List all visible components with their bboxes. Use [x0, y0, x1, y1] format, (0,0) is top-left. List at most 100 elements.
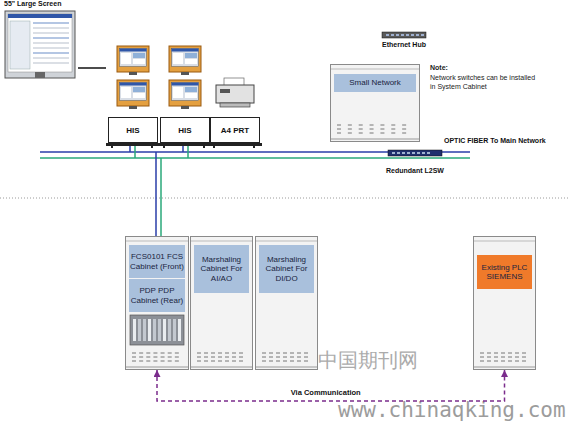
cabinet-vent [480, 361, 484, 362]
cabinet-cap [474, 241, 535, 242]
cabinet-vent [239, 353, 243, 354]
screen-panel [173, 87, 183, 98]
cabinet-label: Small Network [348, 77, 402, 89]
desk-legs [208, 40, 262, 150]
cabinet-vent [494, 353, 498, 354]
device-port [427, 152, 430, 154]
device-port [401, 34, 404, 36]
screen-stand [35, 72, 45, 78]
cabinet-band: Marshaling Cabinet For AI/AO [194, 245, 249, 293]
screen-bar [8, 14, 72, 18]
screen-panel [133, 59, 145, 64]
cabinet-vent [204, 361, 208, 362]
device-body [378, 147, 452, 179]
screen-row [33, 47, 69, 48]
cabinet-vent [146, 357, 150, 358]
desk-leg [213, 143, 215, 148]
cabinet-band: Marshaling Cabinet For DI/DO [259, 245, 314, 293]
cabinet-vent [139, 353, 143, 354]
cabinet-vent [132, 361, 136, 362]
monitor-frame [169, 46, 201, 72]
desk-label: HIS [126, 126, 139, 135]
cabinet-vent [348, 125, 352, 126]
cabinet-vent [480, 357, 484, 358]
cabinet-vent [139, 357, 143, 358]
monitor-screen [120, 83, 147, 101]
cabinet-vent [380, 125, 384, 126]
small-network-cabinet: Small Network [330, 64, 420, 142]
cabinet-vent [218, 361, 222, 362]
cabinet-vent [290, 357, 294, 358]
cabinet-vent [348, 129, 352, 130]
cabinet-vent [391, 133, 395, 134]
monitor-screen [120, 49, 147, 67]
desk-leg [111, 143, 113, 148]
screen-bar [120, 49, 147, 52]
cabinet-vent [508, 361, 512, 362]
cabinet-vent [232, 357, 236, 358]
monitor-frame [169, 80, 201, 106]
screen-panel [121, 87, 131, 98]
his-console: HIS [106, 40, 160, 150]
desk-label: HIS [178, 126, 191, 135]
cabinet-vent [522, 357, 526, 358]
monitor-frame [117, 46, 149, 72]
cabinet-vent [297, 357, 301, 358]
rack-module [163, 319, 166, 341]
cabinet-vent [348, 133, 352, 134]
marshaling-cabinet: Marshaling Cabinet For DI/DO [255, 236, 318, 370]
screen-panel [185, 87, 197, 92]
device-port [397, 152, 400, 154]
cabinet-vent [359, 129, 363, 130]
rack-module [143, 319, 146, 341]
cabinet-label: Existing PLC SIEMENS [477, 262, 532, 283]
large-screen: 55" Large Screen [2, 0, 78, 80]
cabinet-vent [269, 353, 273, 354]
screen-panel [10, 21, 30, 69]
cabinet-vent [161, 353, 165, 354]
zone-separator [0, 198, 570, 199]
monitor-stand [181, 72, 189, 75]
rack-module [138, 319, 141, 341]
cabinet-base [256, 367, 317, 368]
cabinet-vent [487, 361, 491, 362]
his-console: HIS [158, 40, 212, 150]
cabinet-vent [269, 361, 273, 362]
cabinet-vent [370, 129, 374, 130]
cabinet-vent [132, 357, 136, 358]
desk-legs [106, 40, 160, 150]
cabinet-vent [501, 357, 505, 358]
rack-frame [130, 315, 184, 345]
cabinet-vent [262, 357, 266, 358]
cabinet-vent [225, 353, 229, 354]
device-port [392, 152, 395, 154]
rack-module [158, 319, 161, 341]
cabinet-vent [480, 353, 484, 354]
screen-row [33, 57, 69, 58]
cabinet-vent [337, 129, 341, 130]
screen-bar [120, 83, 147, 86]
cabinet-vent [487, 353, 491, 354]
console-desk: HIS [108, 117, 158, 143]
watermark: 中国期刊网 [318, 347, 418, 374]
desk-leg [163, 143, 165, 148]
cabinet-vent [283, 361, 287, 362]
cabinet-vent [391, 125, 395, 126]
cabinet-vent [370, 133, 374, 134]
cabinet-vent [494, 357, 498, 358]
connector-label: Via Communication [291, 388, 361, 397]
cabinet-label: Marshaling Cabinet For DI/DO [259, 254, 314, 285]
cabinet-vent [175, 357, 179, 358]
cabinet-vent [232, 353, 236, 354]
connector [78, 67, 106, 69]
cabinet-vent [402, 133, 406, 134]
printer-body [216, 85, 254, 103]
cabinet-vent [269, 357, 273, 358]
screen-panel [185, 53, 197, 58]
monitor-screen [172, 49, 199, 67]
cabinet-vent [225, 361, 229, 362]
desk-leg [253, 143, 255, 148]
device-port [386, 34, 389, 36]
screen-row [33, 27, 69, 28]
device-bar [382, 32, 426, 38]
